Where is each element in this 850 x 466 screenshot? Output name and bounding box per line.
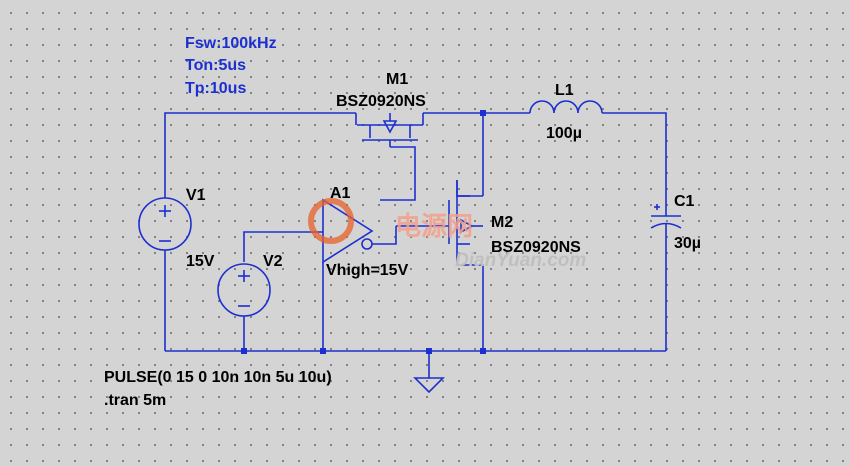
watermark-en-text: DianYuan.com: [455, 250, 586, 271]
a1-inverter-bubble: [361, 238, 373, 250]
wires: [164, 112, 667, 378]
wire-m2-drain[interactable]: [456, 180, 483, 197]
m2-ref-label[interactable]: M2: [491, 214, 513, 231]
junction-gnd-a1: [320, 348, 326, 354]
c1-capacitor[interactable]: [650, 202, 682, 230]
l1-value-label[interactable]: 100µ: [546, 125, 582, 142]
m2-mosfet[interactable]: [396, 180, 483, 252]
tran-directive[interactable]: .tran 5m: [104, 392, 166, 409]
directive-ton[interactable]: Ton:5us: [185, 57, 246, 74]
ground-icon: [413, 377, 445, 394]
wire-l1-to-c1[interactable]: [602, 112, 667, 202]
c1-value-label[interactable]: 30µ: [674, 235, 701, 252]
m1-body-arrow-icon: [382, 120, 398, 134]
l1-ref-label[interactable]: L1: [555, 82, 574, 99]
watermark-logo-icon: [308, 198, 354, 244]
junction-gnd-v2: [241, 348, 247, 354]
watermark: 电源网 DianYuan.com: [308, 198, 586, 271]
directive-freq[interactable]: Fsw:100kHz: [185, 35, 277, 52]
l1-coil-icon: [529, 100, 603, 114]
m2-body-arrow-icon: [460, 218, 474, 234]
v1-ref-label[interactable]: V1: [186, 187, 206, 204]
junctions: [241, 110, 486, 354]
m1-mosfet[interactable]: [355, 113, 424, 147]
junction-gnd-m2: [480, 348, 486, 354]
wire-m2-source[interactable]: [456, 252, 484, 351]
v2-symbol: [217, 263, 271, 317]
junction-switch-node: [480, 110, 486, 116]
wire-a1-inverted-out[interactable]: [372, 226, 397, 245]
v1-source[interactable]: [138, 197, 192, 251]
c1-ref-label[interactable]: C1: [674, 193, 695, 210]
junction-gnd-drop: [426, 348, 432, 354]
v1-value-label[interactable]: 15V: [186, 253, 215, 270]
v2-ref-label[interactable]: V2: [263, 253, 283, 270]
m1-ref-label[interactable]: M1: [386, 71, 408, 88]
wire-v2-to-a1[interactable]: [243, 231, 323, 262]
watermark-cn-text: 电源网: [395, 212, 473, 242]
m1-model-label[interactable]: BSZ0920NS: [336, 93, 426, 110]
wire-m1-gate[interactable]: [380, 146, 416, 201]
v2-source[interactable]: [217, 263, 271, 317]
a1-ref-label[interactable]: A1: [330, 185, 351, 202]
l1-inductor[interactable]: [529, 100, 603, 114]
v1-symbol: [138, 197, 192, 251]
pulse-spec[interactable]: PULSE(0 15 0 10n 10n 5u 10u): [104, 369, 332, 386]
directive-period[interactable]: Tp:10us: [185, 80, 246, 97]
ground-symbol[interactable]: [413, 377, 445, 394]
a1-param-label[interactable]: Vhigh=15V: [326, 262, 409, 279]
m2-model-label[interactable]: BSZ0920NS: [491, 239, 581, 256]
wire-v1-top[interactable]: [164, 112, 356, 198]
